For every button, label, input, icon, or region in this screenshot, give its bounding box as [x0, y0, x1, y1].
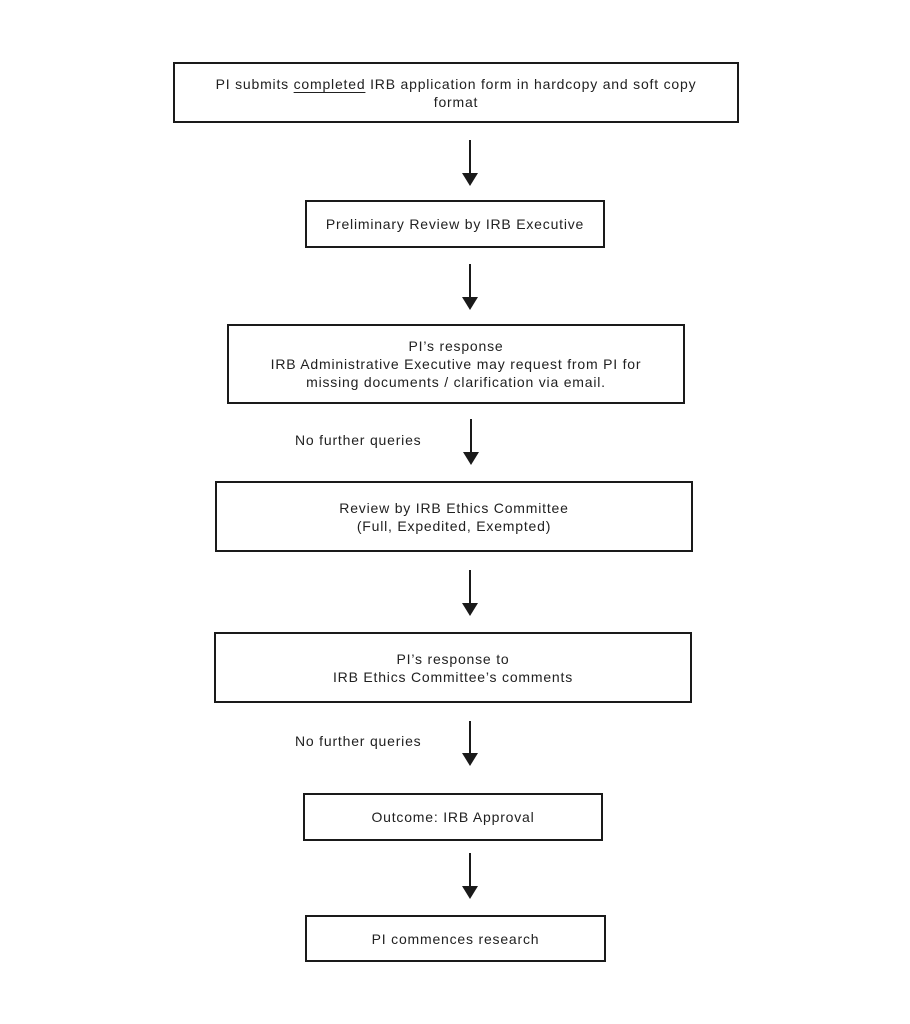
arrow-head	[462, 173, 478, 186]
node-text-line: PI commences research	[371, 930, 540, 947]
node-text-line: IRB Ethics Committee’s comments	[332, 668, 574, 685]
down-arrow-icon	[462, 853, 478, 899]
flow-node-outcome-approval: Outcome: IRB Approval	[303, 793, 603, 841]
arrow-shaft	[468, 140, 472, 173]
down-arrow-icon	[462, 721, 478, 766]
arrow-head	[462, 297, 478, 310]
flow-node-ethics-committee-review: Review by IRB Ethics Committee (Full, Ex…	[215, 481, 693, 552]
down-arrow-icon	[463, 419, 479, 465]
arrow-shaft	[468, 721, 472, 753]
node-text-line: PI submits completed IRB application for…	[216, 75, 697, 93]
node-text-line: format	[433, 93, 479, 110]
flow-node-pi-response-admin: PI’s response IRB Administrative Executi…	[227, 324, 685, 404]
flow-node-pi-response-ethics: PI’s response to IRB Ethics Committee’s …	[214, 632, 692, 703]
down-arrow-icon	[462, 264, 478, 310]
arrow-head	[462, 753, 478, 766]
arrow-head	[462, 603, 478, 616]
node-text-segment: IRB application form in hardcopy and sof…	[365, 75, 697, 92]
down-arrow-icon	[462, 140, 478, 186]
down-arrow-icon	[462, 570, 478, 616]
arrow-head	[462, 886, 478, 899]
node-text-line: IRB Administrative Executive may request…	[270, 356, 642, 372]
arrow-shaft	[468, 570, 472, 603]
edge-label-no-further-queries: No further queries	[295, 432, 422, 448]
flow-node-preliminary-review: Preliminary Review by IRB Executive	[305, 200, 605, 248]
node-text-underlined: completed	[293, 75, 366, 92]
flow-node-submit-application: PI submits completed IRB application for…	[173, 62, 739, 123]
node-text-line: PI’s response	[408, 338, 504, 354]
node-text-line: Review by IRB Ethics Committee	[339, 499, 569, 516]
node-text-line: Preliminary Review by IRB Executive	[325, 216, 585, 232]
flow-node-commence-research: PI commences research	[305, 915, 606, 962]
arrow-head	[463, 452, 479, 465]
node-text-line: PI’s response to	[396, 650, 510, 667]
node-text-segment: PI submits	[215, 75, 294, 92]
node-text-line: Outcome: IRB Approval	[371, 809, 535, 825]
node-text-line: (Full, Expedited, Exempted)	[356, 517, 552, 534]
arrow-shaft	[469, 419, 473, 452]
arrow-shaft	[468, 264, 472, 297]
node-text-line: missing documents / clarification via em…	[306, 374, 606, 390]
arrow-shaft	[468, 853, 472, 886]
edge-label-no-further-queries: No further queries	[295, 733, 422, 749]
